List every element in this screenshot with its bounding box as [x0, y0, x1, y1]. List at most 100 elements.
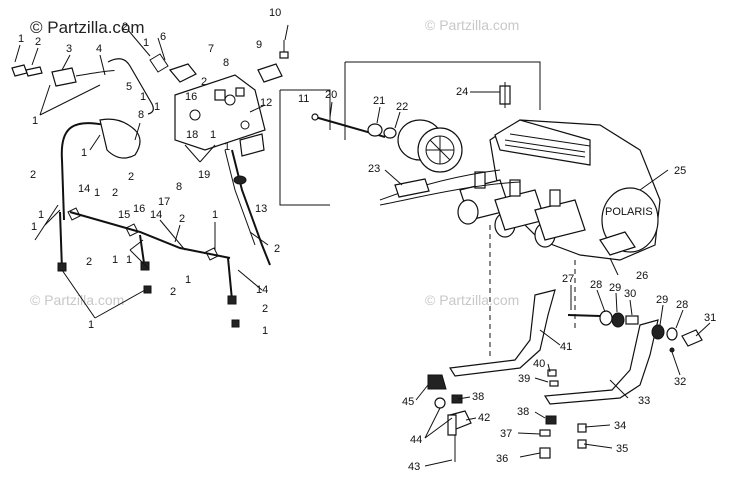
callout-39: 39: [518, 373, 530, 385]
carb-subgroup-frame: [279, 61, 576, 360]
callout-1: 1: [140, 91, 146, 103]
callout-13: 13: [255, 203, 267, 215]
nut-part: [214, 89, 226, 101]
callout-2: 2: [201, 76, 207, 88]
nut-part: [235, 87, 245, 97]
callout-23: 23: [368, 163, 380, 175]
washer-part: [666, 327, 678, 341]
callout-40: 40: [533, 358, 545, 370]
callout-3: 3: [66, 43, 72, 55]
callout-1: 1: [31, 221, 37, 233]
plate-boss-part: [239, 133, 265, 157]
callout-1: 1: [143, 37, 149, 49]
callout-28: 28: [676, 299, 688, 311]
callout-14: 14: [78, 183, 90, 195]
watermark-bottom-right: © Partzilla.com: [425, 292, 519, 308]
callout-1: 1: [38, 209, 44, 221]
callout-1: 1: [112, 254, 118, 266]
callout-1: 1: [81, 147, 87, 159]
callout-20: 20: [325, 89, 337, 101]
callout-42: 42: [478, 412, 490, 424]
callout-41: 41: [560, 341, 572, 353]
fuel-hose-part: [107, 58, 154, 115]
callout-27: 27: [562, 273, 574, 285]
watermark-bottom-left: © Partzilla.com: [30, 292, 124, 308]
callout-8: 8: [176, 181, 182, 193]
isolator-part: [651, 324, 665, 340]
washer-part: [367, 123, 383, 137]
callout-1: 1: [126, 254, 132, 266]
callout-37: 37: [500, 428, 512, 440]
callout-2: 2: [30, 169, 36, 181]
fitting-part: [451, 394, 463, 404]
grommet-part: [233, 175, 247, 185]
leader-lines-right: [329, 91, 711, 467]
engine-mount-brackets: [448, 289, 703, 459]
washer-part: [434, 397, 446, 409]
callout-43: 43: [408, 461, 420, 473]
callout-2: 2: [128, 171, 134, 183]
callout-35: 35: [616, 443, 628, 455]
callout-18: 18: [186, 129, 198, 141]
rear-mount-bracket-part: [543, 319, 659, 405]
washer-part: [599, 310, 613, 326]
callout-labels: 1 2 3 4 2 1 6 5 1 1 16 2 7 8 9 10 11 12 …: [18, 7, 716, 473]
nut-part: [427, 374, 447, 390]
callout-25: 25: [674, 165, 686, 177]
watermark-main: © Partzilla.com: [30, 18, 145, 37]
callout-2: 2: [122, 21, 128, 33]
callout-33: 33: [638, 395, 650, 407]
fitting-part: [231, 319, 240, 328]
callout-16: 16: [133, 203, 145, 215]
callout-10: 10: [269, 7, 281, 19]
spacer-part: [625, 315, 639, 325]
callout-1: 1: [262, 325, 268, 337]
callout-1: 1: [94, 187, 100, 199]
clamp-part: [25, 66, 43, 77]
callout-1: 1: [210, 129, 216, 141]
nut-bracket-part: [681, 329, 703, 347]
callout-22: 22: [396, 101, 408, 113]
engine-assembly: POLARIS: [311, 82, 661, 261]
callout-21: 21: [373, 95, 385, 107]
callout-2: 2: [262, 303, 268, 315]
callout-1: 1: [224, 141, 230, 153]
bolt-part: [279, 51, 289, 59]
callout-1: 1: [212, 209, 218, 221]
callout-34: 34: [614, 420, 626, 432]
callout-2: 2: [179, 213, 185, 225]
fuel-filter-part: [51, 67, 77, 87]
callout-2: 2: [35, 36, 41, 48]
nut-part: [383, 127, 397, 139]
callout-38: 38: [517, 406, 529, 418]
callout-45: 45: [402, 396, 414, 408]
callout-2: 2: [112, 187, 118, 199]
callout-31: 31: [704, 312, 716, 324]
callout-2: 2: [86, 256, 92, 268]
front-mount-bracket-part: [448, 289, 556, 377]
callout-32: 32: [674, 376, 686, 388]
cable-junction-part: [394, 178, 430, 198]
fuel-pump-body-part: [99, 118, 141, 159]
leader-lines-left: [14, 24, 289, 319]
callout-8: 8: [138, 109, 144, 121]
lower-small-parts: [427, 374, 557, 462]
callout-14: 14: [256, 284, 268, 296]
clamp-part: [257, 63, 283, 83]
callout-19: 19: [198, 169, 210, 181]
callout-1: 1: [185, 274, 191, 286]
callout-26: 26: [636, 270, 648, 282]
callout-6: 6: [160, 31, 166, 43]
callout-16: 16: [185, 91, 197, 103]
callout-9: 9: [256, 39, 262, 51]
callout-11: 11: [298, 93, 309, 105]
fuel-pump-part: [168, 63, 197, 83]
watermark-top-right: © Partzilla.com: [425, 17, 519, 33]
callout-24: 24: [456, 86, 468, 98]
callout-4: 4: [96, 43, 102, 55]
callout-5: 5: [126, 81, 132, 93]
callout-8: 8: [223, 57, 229, 69]
callout-28: 28: [590, 279, 602, 291]
callout-1: 1: [88, 319, 94, 331]
